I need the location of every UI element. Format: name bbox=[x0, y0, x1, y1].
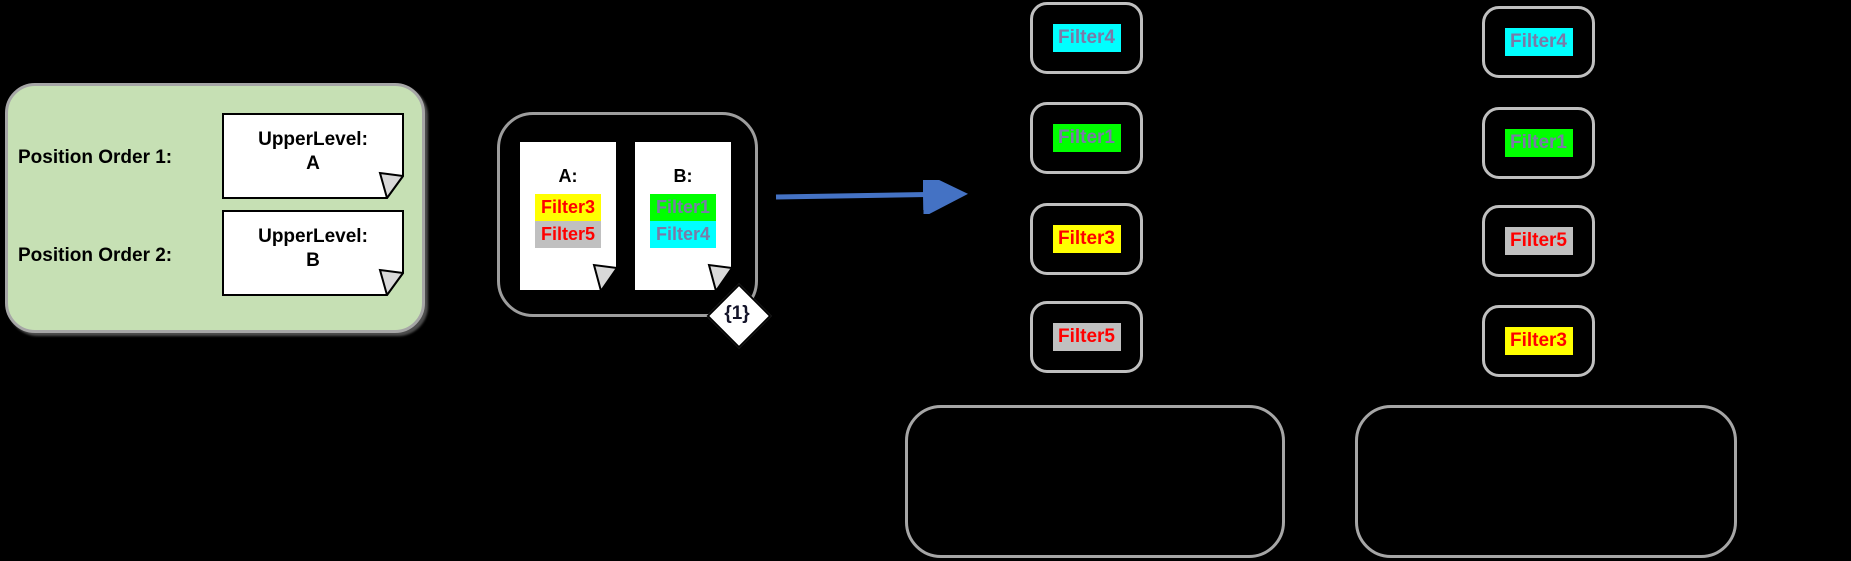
note-line2: B bbox=[306, 250, 320, 271]
result-container-2 bbox=[1355, 405, 1737, 558]
filter-chip-label: Filter1 bbox=[1504, 129, 1573, 157]
filter-chip: Filter4 bbox=[1482, 6, 1595, 78]
filter-chip: Filter1 bbox=[1030, 102, 1143, 174]
cardinality-label: {1} bbox=[716, 293, 758, 335]
note-fold bbox=[709, 265, 732, 291]
filter-label: Filter1 bbox=[650, 194, 716, 221]
filter-chip: Filter3 bbox=[1482, 305, 1595, 377]
position-order-1-label: Position Order 1: bbox=[18, 147, 173, 168]
filter-chip: Filter1 bbox=[1482, 107, 1595, 179]
note-text: UpperLevel: B bbox=[222, 210, 404, 296]
filter-label: Filter4 bbox=[650, 221, 716, 248]
position-orders-panel: Position Order 1: UpperLevel: A Position… bbox=[5, 83, 425, 333]
cardinality-text: {1} bbox=[724, 303, 750, 324]
filter-chip-label: Filter3 bbox=[1052, 225, 1121, 253]
filter-label: Filter3 bbox=[535, 194, 601, 221]
filter-chip-label: Filter5 bbox=[1052, 323, 1121, 351]
note-text: A: Filter3 Filter5 bbox=[518, 140, 618, 292]
filter-chip-label: Filter4 bbox=[1504, 28, 1573, 56]
filter-chip: Filter5 bbox=[1482, 205, 1595, 277]
note-text: UpperLevel: A bbox=[222, 113, 404, 199]
filter-chip: Filter4 bbox=[1030, 2, 1143, 74]
note-shape bbox=[222, 113, 404, 199]
upper-level-note-b: UpperLevel: B bbox=[222, 210, 404, 296]
note-title: B: bbox=[673, 166, 693, 186]
flow-arrow-icon bbox=[775, 180, 968, 214]
filter-chip: Filter3 bbox=[1030, 203, 1143, 275]
filter-chip: Filter5 bbox=[1030, 301, 1143, 373]
note-fold bbox=[594, 265, 617, 291]
note-line1: UpperLevel: bbox=[258, 226, 368, 247]
filter-group-box: A: Filter3 Filter5 B: Filter1 Filter4 bbox=[497, 112, 758, 317]
filter-chip-label: Filter1 bbox=[1052, 124, 1121, 152]
note-title: A: bbox=[558, 166, 578, 186]
result-container-1 bbox=[905, 405, 1285, 558]
filter-note-b: B: Filter1 Filter4 bbox=[633, 140, 733, 292]
filter-chip-label: Filter4 bbox=[1052, 24, 1121, 52]
note-line1: UpperLevel: bbox=[258, 129, 368, 150]
upper-level-note-a: UpperLevel: A bbox=[222, 113, 404, 199]
note-text: B: Filter1 Filter4 bbox=[633, 140, 733, 292]
note-fold bbox=[380, 173, 403, 198]
filter-label: Filter5 bbox=[535, 221, 601, 248]
filter-chip-label: Filter5 bbox=[1504, 227, 1573, 255]
filter-note-a: A: Filter3 Filter5 bbox=[518, 140, 618, 292]
note-shape bbox=[222, 210, 404, 296]
note-line2: A bbox=[306, 153, 320, 174]
filter-chip-label: Filter3 bbox=[1504, 327, 1573, 355]
note-fold bbox=[380, 270, 403, 295]
position-order-2-label: Position Order 2: bbox=[18, 245, 173, 266]
